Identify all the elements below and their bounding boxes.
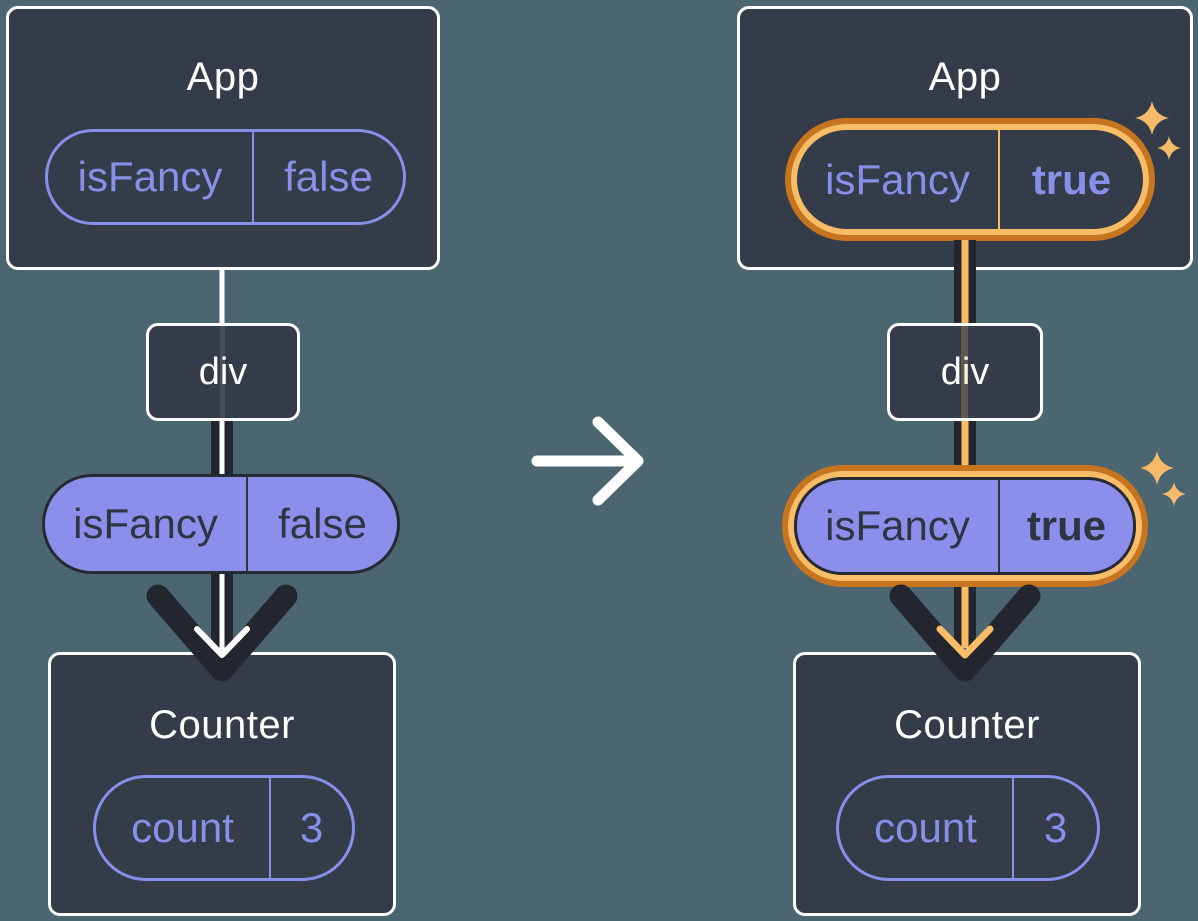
pill-divider (252, 132, 254, 222)
highlighted-passed-prop-pill: isFancy true (782, 465, 1148, 587)
state-value: true (1031, 155, 1112, 203)
pill-divider (269, 778, 271, 878)
div-element-box: div (887, 323, 1043, 421)
highlight-ring: isFancy true (788, 471, 1142, 581)
div-element-box: div (146, 323, 300, 421)
component-title: Counter (149, 703, 295, 747)
component-title: App (928, 55, 1002, 99)
pill-divider (246, 477, 248, 571)
transition-arrow-icon (531, 416, 644, 506)
prop-name: isFancy (825, 502, 970, 549)
app-component-box: App isFancy false (6, 6, 440, 270)
line-through-box (220, 326, 225, 418)
pill-divider (998, 480, 1000, 572)
element-title: div (940, 350, 990, 393)
state-pill: count 3 (93, 775, 355, 881)
component-title: Counter (894, 703, 1040, 747)
state-name: isFancy (77, 153, 223, 200)
sparkle-icon (1162, 482, 1186, 506)
prop-value: true (1026, 502, 1107, 549)
sparkle-icons-pill (1140, 451, 1186, 506)
app-component-box: App isFancy true (737, 6, 1193, 270)
state-value: false (284, 153, 373, 200)
pill-content: isFancy true (797, 130, 1143, 229)
element-title: div (198, 350, 248, 393)
line-through-box (961, 326, 968, 418)
prop-value: false (278, 500, 367, 547)
passed-prop-pill: isFancy false (42, 474, 400, 574)
state-pill: isFancy false (45, 129, 406, 225)
state-name: count (874, 804, 977, 851)
component-title: App (186, 55, 260, 99)
prop-name: isFancy (73, 500, 218, 547)
highlight-ring: isFancy true (791, 124, 1149, 235)
pill-divider (998, 130, 1000, 229)
state-name: isFancy (825, 155, 970, 203)
counter-component-box: Counter count 3 (793, 652, 1141, 916)
pill-divider (1012, 778, 1014, 878)
highlighted-state-pill: isFancy true (785, 118, 1155, 241)
state-name: count (131, 804, 234, 851)
counter-component-box: Counter count 3 (48, 652, 396, 916)
sparkle-icon (1140, 451, 1174, 485)
state-value: 3 (299, 804, 324, 851)
pill-content: isFancy true (794, 477, 1136, 575)
state-value: 3 (1043, 804, 1068, 851)
state-pill: count 3 (836, 775, 1100, 881)
